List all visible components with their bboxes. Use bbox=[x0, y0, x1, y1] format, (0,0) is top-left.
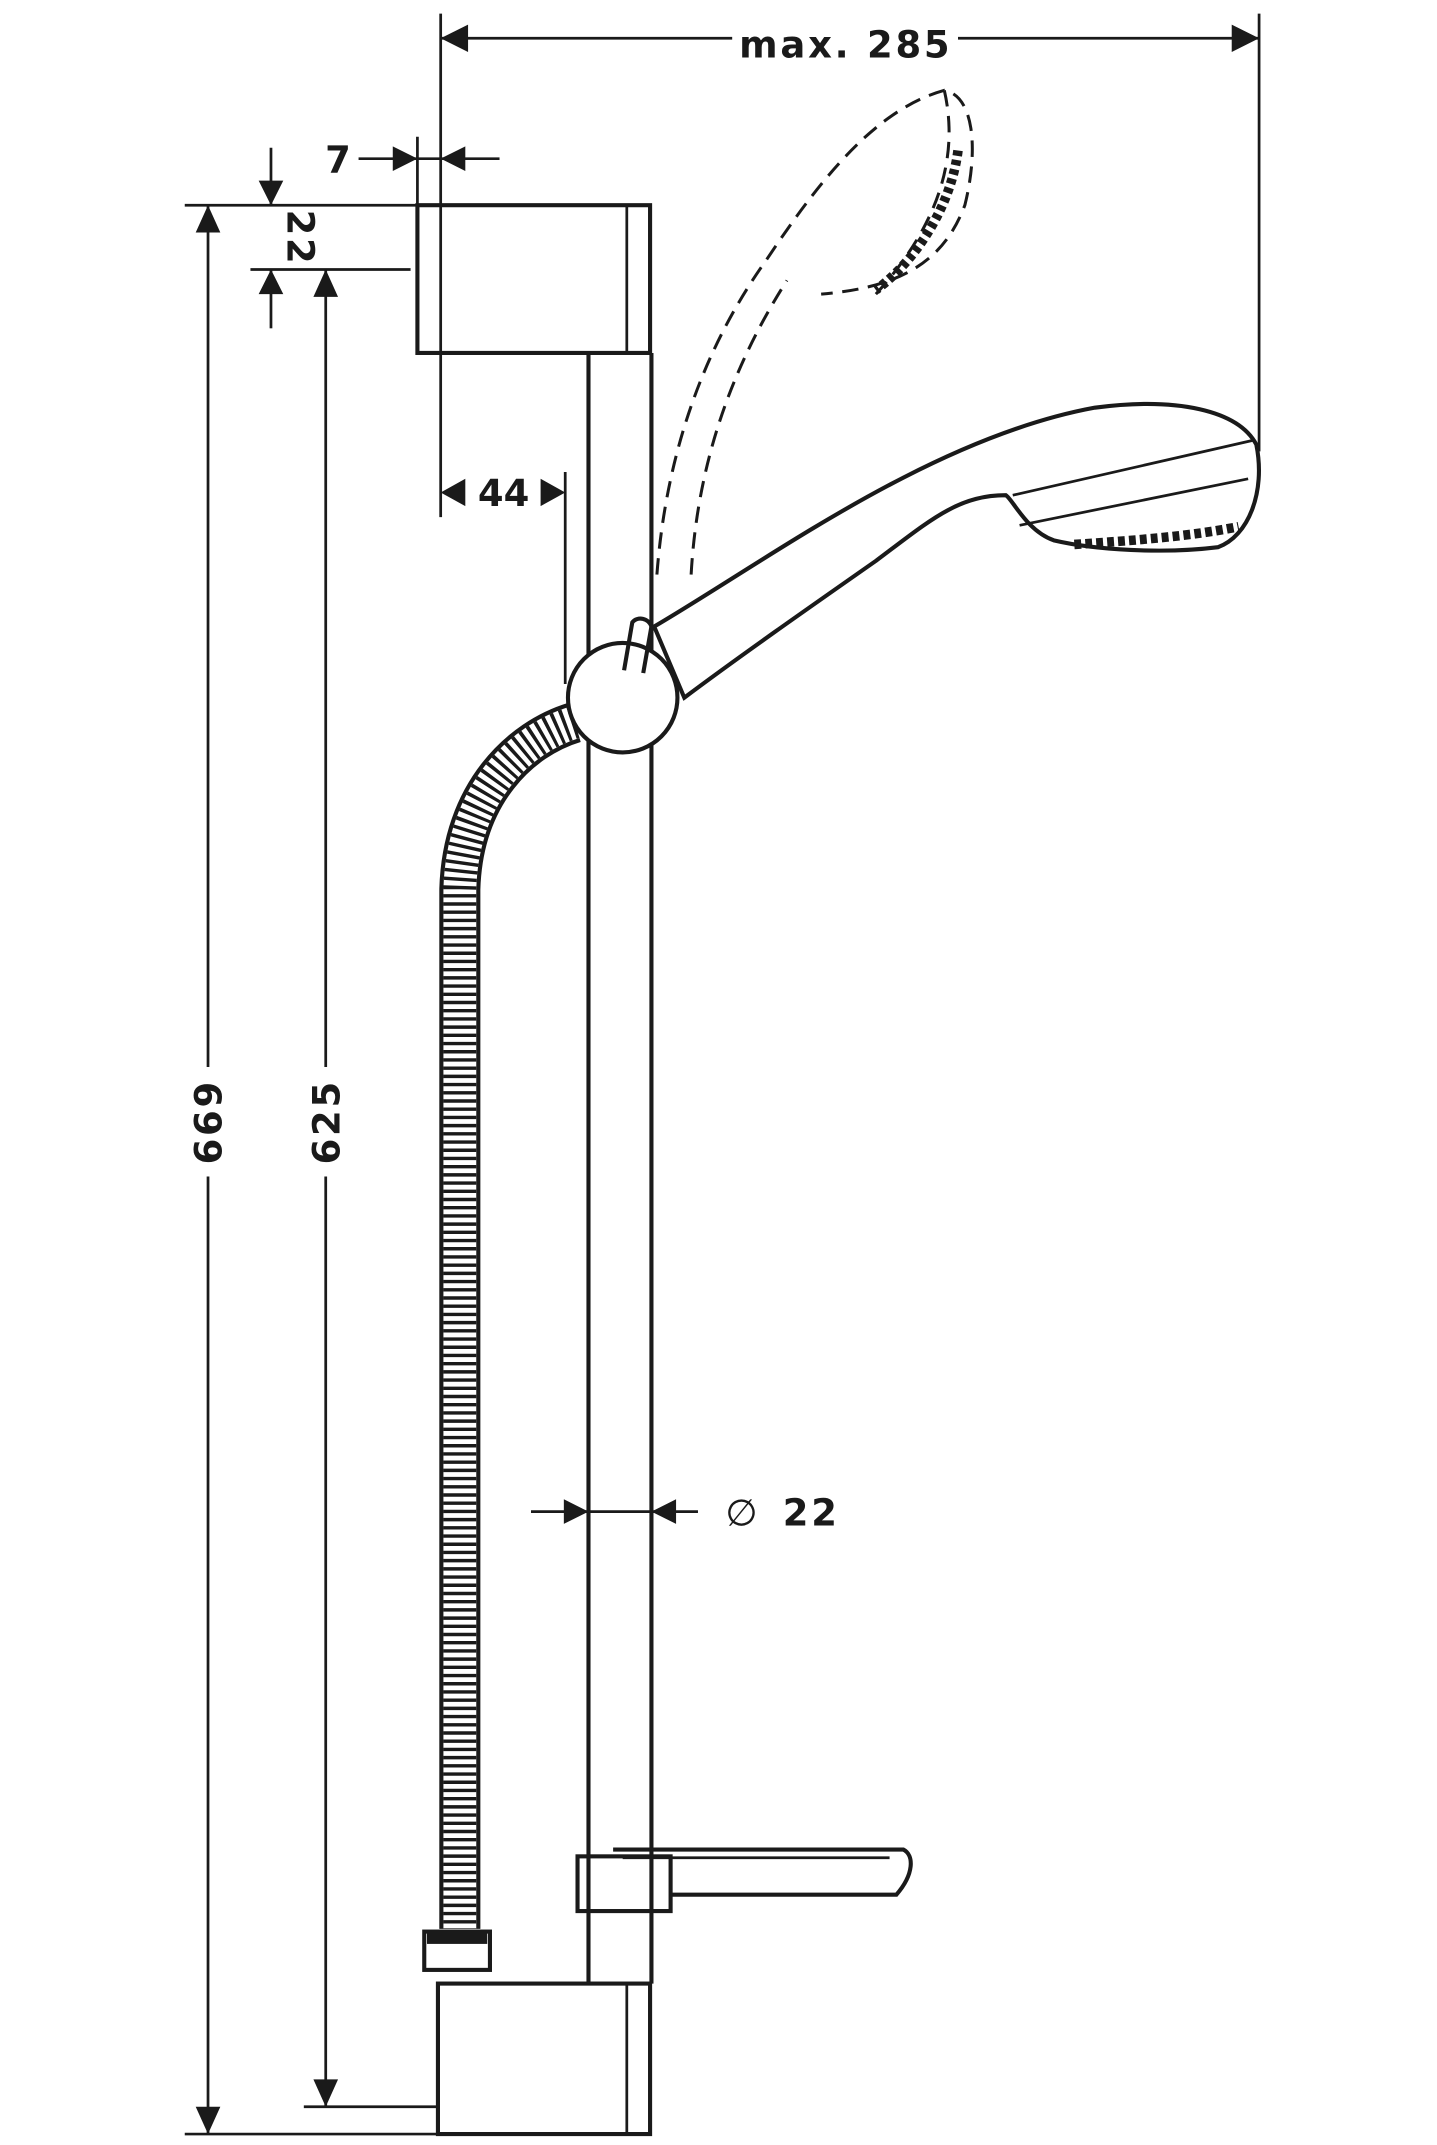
dimension-bracket-height: 22 bbox=[184, 147, 418, 329]
knob-pin bbox=[622, 616, 654, 674]
total-height-label: 669 bbox=[188, 1079, 231, 1164]
dimension-bracket-depth: 44 bbox=[439, 352, 567, 684]
shower-hose bbox=[422, 702, 582, 1972]
dimension-rail-diameter: ∅ 22 bbox=[531, 1491, 840, 1534]
dimension-wall-offset: 7 bbox=[325, 136, 500, 206]
shower-rail bbox=[586, 352, 654, 1984]
bottom-wall-bracket bbox=[435, 1981, 653, 2137]
rail-diameter-label: 22 bbox=[783, 1491, 840, 1534]
bracket-depth-label: 44 bbox=[478, 472, 529, 515]
dimension-total-height: 669 bbox=[184, 205, 438, 2136]
rail-height-label: 625 bbox=[305, 1079, 348, 1164]
bracket-height-label: 22 bbox=[278, 210, 321, 267]
hand-shower bbox=[651, 401, 1261, 701]
top-wall-bracket bbox=[415, 203, 653, 355]
slider-knob bbox=[565, 640, 680, 755]
hand-shower-raised-position bbox=[655, 88, 974, 575]
soap-dish bbox=[575, 1847, 913, 1914]
max-reach-label: max. 285 bbox=[739, 23, 952, 66]
dimension-max-reach: max. 285 bbox=[439, 13, 1261, 452]
wall-offset-label: 7 bbox=[325, 138, 353, 181]
dimension-rail-height: 625 bbox=[303, 269, 438, 2109]
diameter-symbol: ∅ bbox=[725, 1491, 760, 1534]
